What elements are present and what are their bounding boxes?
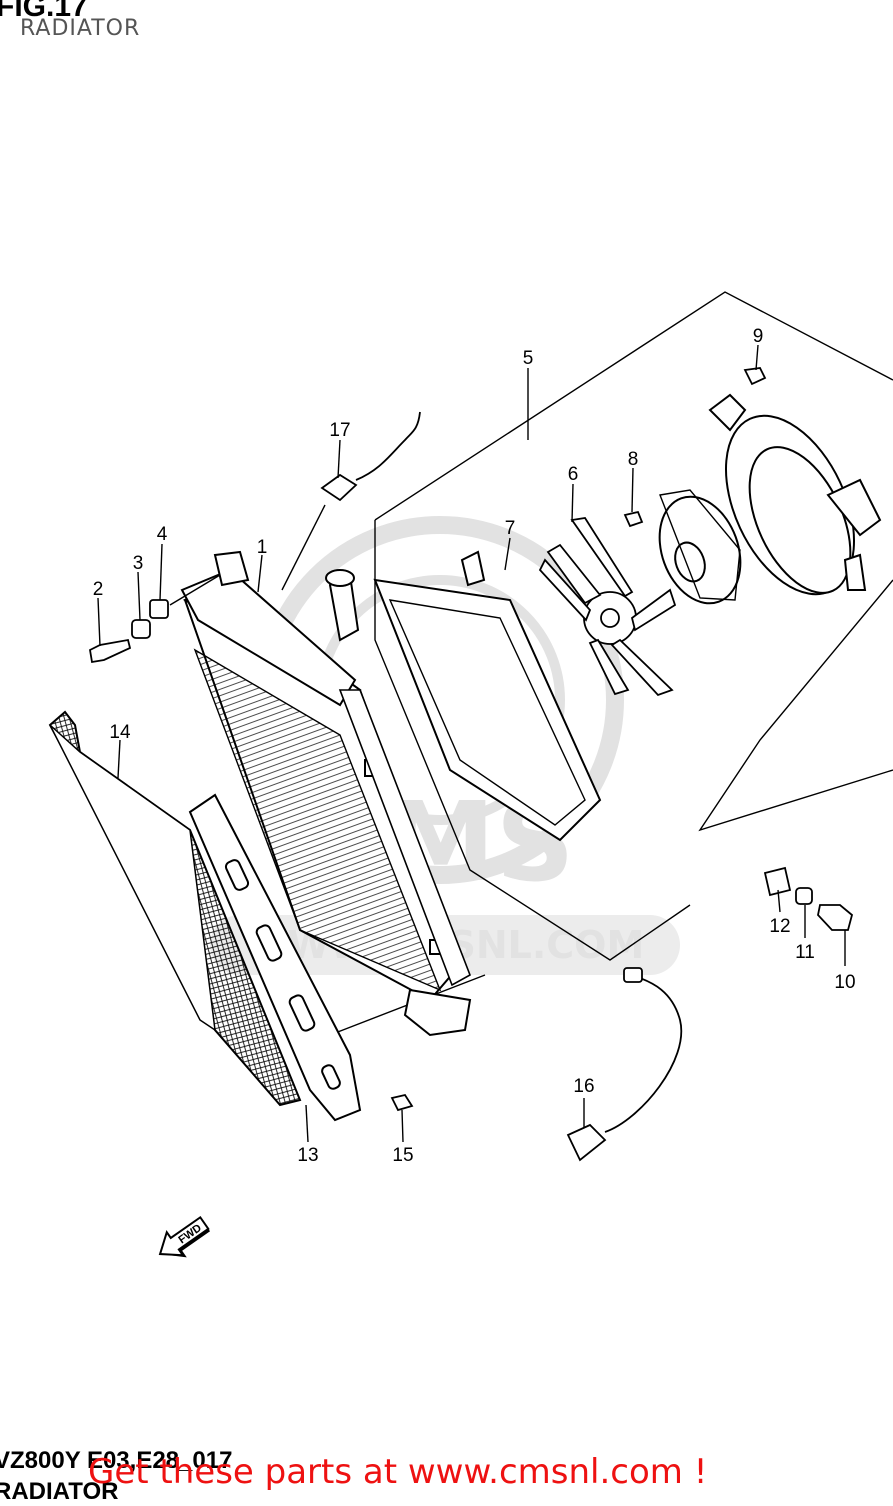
model-code: VZ800Y E03,E28_017 xyxy=(0,1447,233,1474)
fwd-arrow-icon: FWD xyxy=(158,1215,211,1258)
callout-16: 16 xyxy=(573,1076,594,1097)
screw-9 xyxy=(743,367,767,386)
cta-link[interactable]: Get these parts at www.cmsnl.com ! xyxy=(88,1452,708,1492)
callout-6: 6 xyxy=(568,464,579,485)
callout-17: 17 xyxy=(329,420,350,441)
figure-title: FIG.17 xyxy=(0,0,88,23)
callout-14: 14 xyxy=(109,722,131,743)
callout-9: 9 xyxy=(753,326,764,347)
callout-4: 4 xyxy=(157,524,168,545)
callout-5: 5 xyxy=(523,348,534,369)
callout-2: 2 xyxy=(93,579,104,600)
callout-1: 1 xyxy=(257,537,268,558)
thermo-switch-17 xyxy=(320,473,358,502)
collar-3 xyxy=(131,619,151,639)
callout-10: 10 xyxy=(834,972,855,993)
sensor-16 xyxy=(566,1123,607,1162)
screw-8 xyxy=(623,510,644,528)
callout-7: 7 xyxy=(505,518,516,539)
clip-10 xyxy=(817,904,854,931)
fan-housing xyxy=(708,393,882,596)
nut-12 xyxy=(763,866,792,897)
bolt-2 xyxy=(89,638,132,664)
side-cover-frame xyxy=(188,793,362,1122)
callout-13: 13 xyxy=(297,1145,318,1166)
fan-blade xyxy=(538,517,677,697)
screw-15 xyxy=(390,1093,414,1112)
callout-numbers: 1 2 3 4 5 6 7 8 9 10 11 12 13 14 15 16 1… xyxy=(93,326,856,1166)
callout-11: 11 xyxy=(795,942,815,963)
fan-shroud xyxy=(373,550,602,842)
callout-12: 12 xyxy=(769,916,790,937)
callout-3: 3 xyxy=(133,553,144,574)
collar-11 xyxy=(795,887,813,905)
fan-motor xyxy=(658,489,742,605)
callout-15: 15 xyxy=(392,1145,413,1166)
figure-subtitle: RADIATOR xyxy=(20,16,141,41)
radiator-core xyxy=(180,550,472,1037)
grommet-4 xyxy=(149,599,169,619)
callout-8: 8 xyxy=(628,449,639,470)
leader-lines xyxy=(97,344,846,1143)
radiator-guard xyxy=(48,710,302,1107)
